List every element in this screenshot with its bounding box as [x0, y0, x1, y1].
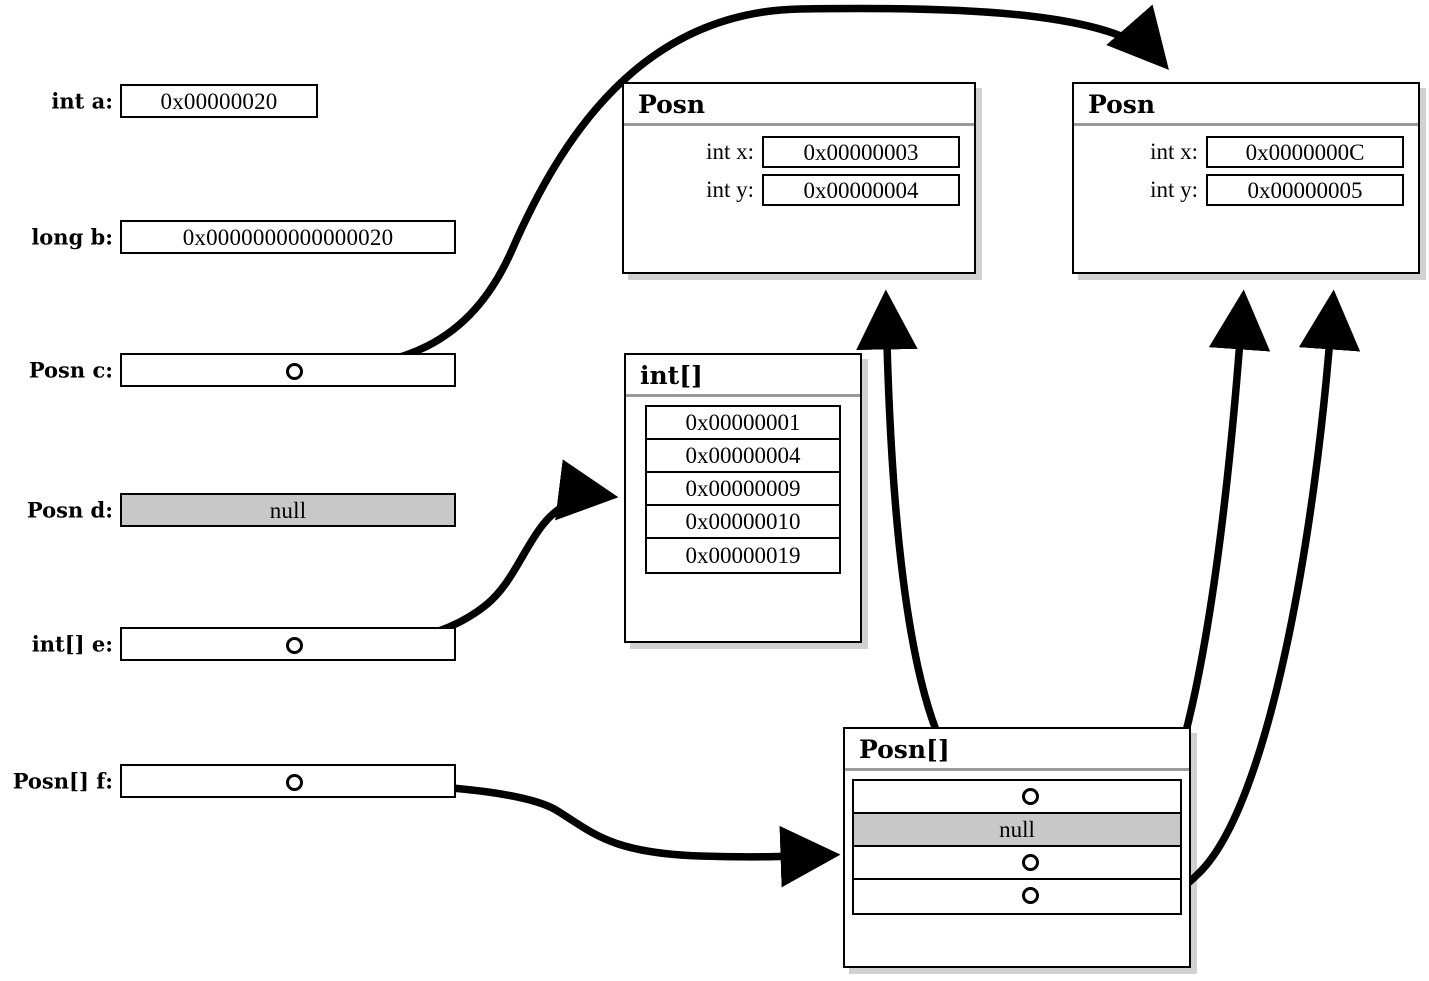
- object-title-posn-array: Posn[]: [859, 735, 950, 764]
- array-cell-int-4[interactable]: 0x00000019: [647, 539, 839, 572]
- field-value-posn1-y: 0x00000004: [803, 177, 919, 203]
- array-cell-value-int-4: 0x00000019: [685, 543, 801, 568]
- variable-value-long-b: 0x0000000000000020: [182, 224, 394, 250]
- variable-label-long-b: long b:: [31, 224, 113, 250]
- field-box-posn1-y[interactable]: 0x00000004: [762, 174, 960, 206]
- pointer-dot-int-array-e: [286, 637, 303, 654]
- field-name-posn1-x: int x:: [706, 139, 754, 164]
- pointer-dot-posn-array-3: [1022, 887, 1039, 904]
- object-title-posn2: Posn: [1088, 90, 1156, 119]
- field-row-posn2-y: int y: 0x00000005: [1074, 174, 1404, 206]
- array-cell-int-2[interactable]: 0x00000009: [647, 473, 839, 506]
- variable-label-posn-d: Posn d:: [26, 497, 113, 523]
- variable-value-posn-d: null: [269, 497, 307, 523]
- object-title-int-array: int[]: [640, 361, 703, 390]
- array-cell-posn-0[interactable]: [854, 781, 1180, 814]
- pointer-dot-posn-c: [286, 363, 303, 380]
- variable-label-int-array-e: int[] e:: [31, 631, 113, 657]
- variable-slot-posn-d[interactable]: null: [120, 493, 456, 527]
- field-name-posn2-y: int y:: [1150, 177, 1198, 202]
- pointer-dot-posn-array-0: [1022, 788, 1039, 805]
- array-cell-value-int-1: 0x00000004: [685, 443, 801, 468]
- object-box-int-array[interactable]: int[] 0x00000001 0x00000004 0x00000009 0…: [624, 353, 862, 643]
- field-value-posn2-x: 0x0000000C: [1245, 139, 1365, 165]
- field-box-posn1-x[interactable]: 0x00000003: [762, 136, 960, 168]
- variable-slot-posn-array-f[interactable]: [120, 764, 456, 798]
- array-cell-int-3[interactable]: 0x00000010: [647, 506, 839, 539]
- object-body-posn-array: null: [845, 771, 1189, 915]
- variable-slot-posn-c[interactable]: [120, 353, 456, 387]
- object-body-posn1: int x: 0x00000003 int y: 0x00000004: [624, 126, 974, 216]
- variable-value-int-a: 0x00000020: [160, 88, 278, 114]
- pointer-dot-posn-array-2: [1022, 854, 1039, 871]
- field-box-posn2-y[interactable]: 0x00000005: [1206, 174, 1404, 206]
- array-cell-posn-2[interactable]: [854, 847, 1180, 880]
- variable-label-int-a: int a:: [51, 88, 113, 114]
- field-row-posn2-x: int x: 0x0000000C: [1074, 136, 1404, 168]
- edge-posn-c-to-posn2: [292, 4, 1169, 373]
- variable-slot-int-array-e[interactable]: [120, 627, 456, 661]
- field-name-posn1-y: int y:: [706, 177, 754, 202]
- object-body-int-array: 0x00000001 0x00000004 0x00000009 0x00000…: [626, 397, 860, 574]
- array-cell-value-int-3: 0x00000010: [685, 509, 801, 534]
- object-box-posn2[interactable]: Posn int x: 0x0000000C int y: 0x00000005: [1072, 82, 1420, 274]
- variable-label-posn-c: Posn c:: [28, 357, 113, 383]
- object-divider-int-array: [626, 394, 860, 397]
- object-box-posn1[interactable]: Posn int x: 0x00000003 int y: 0x00000004: [622, 82, 976, 274]
- field-row-posn1-x: int x: 0x00000003: [624, 136, 960, 168]
- array-cells-int-array: 0x00000001 0x00000004 0x00000009 0x00000…: [645, 405, 841, 574]
- array-cell-int-1[interactable]: 0x00000004: [647, 440, 839, 473]
- array-cells-posn-array: null: [852, 779, 1182, 915]
- array-cell-int-0[interactable]: 0x00000001: [647, 407, 839, 440]
- array-cell-posn-3[interactable]: [854, 880, 1180, 913]
- object-title-posn1: Posn: [638, 90, 706, 119]
- array-cell-posn-1[interactable]: null: [854, 814, 1180, 847]
- object-divider-posn1: [624, 123, 974, 126]
- field-value-posn1-x: 0x00000003: [803, 139, 919, 165]
- object-box-posn-array[interactable]: Posn[] null: [843, 727, 1191, 968]
- field-row-posn1-y: int y: 0x00000004: [624, 174, 960, 206]
- array-cell-value-int-0: 0x00000001: [685, 410, 801, 435]
- variable-slot-int-a[interactable]: 0x00000020: [120, 84, 318, 118]
- field-value-posn2-y: 0x00000005: [1247, 177, 1363, 203]
- field-box-posn2-x[interactable]: 0x0000000C: [1206, 136, 1404, 168]
- object-body-posn2: int x: 0x0000000C int y: 0x00000005: [1074, 126, 1418, 216]
- object-divider-posn2: [1074, 123, 1418, 126]
- object-divider-posn-array: [845, 768, 1189, 771]
- variable-slot-long-b[interactable]: 0x0000000000000020: [120, 220, 456, 254]
- field-name-posn2-x: int x:: [1150, 139, 1198, 164]
- pointer-dot-posn-array-f: [286, 774, 303, 791]
- variable-label-posn-array-f: Posn[] f:: [12, 768, 113, 794]
- array-cell-value-posn-1: null: [999, 817, 1035, 842]
- array-cell-value-int-2: 0x00000009: [685, 476, 801, 501]
